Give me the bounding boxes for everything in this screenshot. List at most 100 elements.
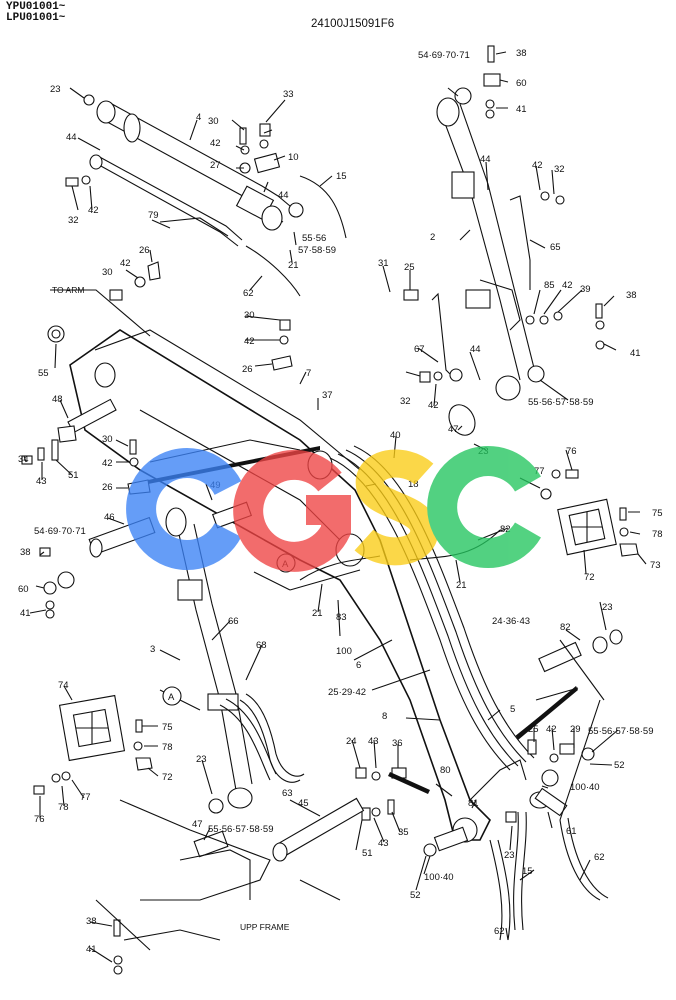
callout-label: 76 (34, 814, 45, 825)
callout-label: 3 (150, 644, 155, 655)
callout-label: 51 (362, 848, 373, 859)
callout-label: 60 (516, 78, 527, 89)
callout-label: 62 (594, 852, 605, 863)
callout-label: 42 (120, 258, 131, 269)
watermark-letter (126, 448, 242, 570)
callout-label: 83 (336, 612, 347, 623)
callout-label: 42 (562, 280, 573, 291)
callout-label: 24·36·43 (492, 616, 530, 627)
callout-label: 55·56 (302, 233, 326, 244)
callout-label: 34 (18, 454, 29, 465)
callout-label: 43 (378, 838, 389, 849)
callout-label: 26 (139, 245, 150, 256)
callout-label: 52 (410, 890, 421, 901)
callout-label: 47 (192, 819, 203, 830)
callout-label: 21 (456, 580, 467, 591)
drawing-number: 24100J15091F6 (311, 18, 395, 30)
callout-label: 80 (440, 765, 451, 776)
callout-label: 51 (68, 470, 79, 481)
callout-label: 10 (288, 152, 299, 163)
callout-label: 79 (148, 210, 159, 221)
callout-label: 78 (162, 742, 173, 753)
callout-label: 41 (630, 348, 641, 359)
callout-label: 38 (20, 547, 31, 558)
callout-label: 78 (652, 529, 663, 540)
callout-label: 15 (336, 171, 347, 182)
note-upp-frame: UPP FRAME (240, 922, 290, 932)
model-code-1: YPU01001~ (6, 1, 66, 13)
callout-label: 66 (228, 616, 239, 627)
callout-label: 32 (68, 215, 79, 226)
callout-label: 54·69·70·71 (418, 50, 470, 61)
hose-63 (219, 698, 277, 781)
callout-label: 26 (242, 364, 253, 375)
callout-label: 63 (282, 788, 293, 799)
callout-label: 15 (522, 866, 533, 877)
callout-label: 55·56·57·58·59 (588, 726, 654, 737)
callout-label: 62 (494, 926, 505, 937)
callout-label: 25 (404, 262, 415, 273)
callout-label: 61 (566, 826, 577, 837)
callout-label: 82 (560, 622, 571, 633)
callout-label: 72 (584, 572, 595, 583)
callout-label: 27 (210, 160, 221, 171)
callout-label: 60 (18, 584, 29, 595)
callout-label: 100 (336, 646, 352, 657)
callout-label: 30 (102, 267, 113, 278)
callout-label: 42 (210, 138, 221, 149)
callout-label: 44 (66, 132, 77, 143)
callout-label: 21 (288, 260, 299, 271)
callout-label: 23 (602, 602, 613, 613)
callout-label: 74 (58, 680, 69, 691)
callout-label: 67 (414, 344, 425, 355)
callout-label: 31 (378, 258, 389, 269)
callout-label: 81 (468, 798, 479, 809)
note-to-arm: TO ARM (52, 285, 84, 295)
callout-label: 6 (356, 660, 361, 671)
right-cylinder-2 (403, 45, 605, 436)
callout-label: 21 (312, 608, 323, 619)
callout-label: 23 (504, 850, 515, 861)
callout-label: 7 (306, 368, 311, 379)
callout-label: 38 (626, 290, 637, 301)
model-code-2: LPU01001~ (6, 12, 66, 24)
boom-body (47, 325, 491, 843)
callout-label: 30 (244, 310, 255, 321)
callout-label: 37 (322, 390, 333, 401)
callout-label: 77 (534, 466, 545, 477)
view-marker-a-2: A (162, 686, 182, 706)
callout-label: 44 (278, 190, 289, 201)
callout-label: 24 (346, 736, 357, 747)
callout-label: 85 (544, 280, 555, 291)
callout-label: 52 (614, 760, 625, 771)
callout-label: 73 (650, 560, 661, 571)
watermark-letter (354, 449, 439, 566)
callout-label: 77 (80, 792, 91, 803)
callout-label: 23 (196, 754, 207, 765)
callout-label: 42 (102, 458, 113, 469)
hardware-lower-right (355, 629, 623, 941)
callout-label: 8 (382, 711, 387, 722)
callout-label: 68 (256, 640, 267, 651)
callout-label: 62 (243, 288, 254, 299)
callout-label: 43 (36, 476, 47, 487)
junction-box-73 (540, 469, 639, 557)
pin-45-and-upp-frame (95, 797, 365, 975)
junction-box-74 (33, 694, 153, 795)
callout-label: 47 (448, 424, 459, 435)
callout-label: 42 (428, 400, 439, 411)
callout-label: 44 (480, 154, 491, 165)
callout-label: 55·56·57·58·59 (208, 824, 274, 835)
svg-text:A: A (168, 692, 175, 703)
callout-label: 4 (196, 112, 201, 123)
callout-label: 33 (283, 89, 294, 100)
callout-label: 72 (162, 772, 173, 783)
watermark-letter (427, 446, 541, 568)
callout-label: 35 (398, 827, 409, 838)
callout-label: 65 (550, 242, 561, 253)
callout-label: 75 (652, 508, 663, 519)
callout-label: 48 (52, 394, 63, 405)
callout-label: 57·58·59 (298, 245, 336, 256)
callout-label: 23 (50, 84, 61, 95)
callout-label: 38 (86, 916, 97, 927)
